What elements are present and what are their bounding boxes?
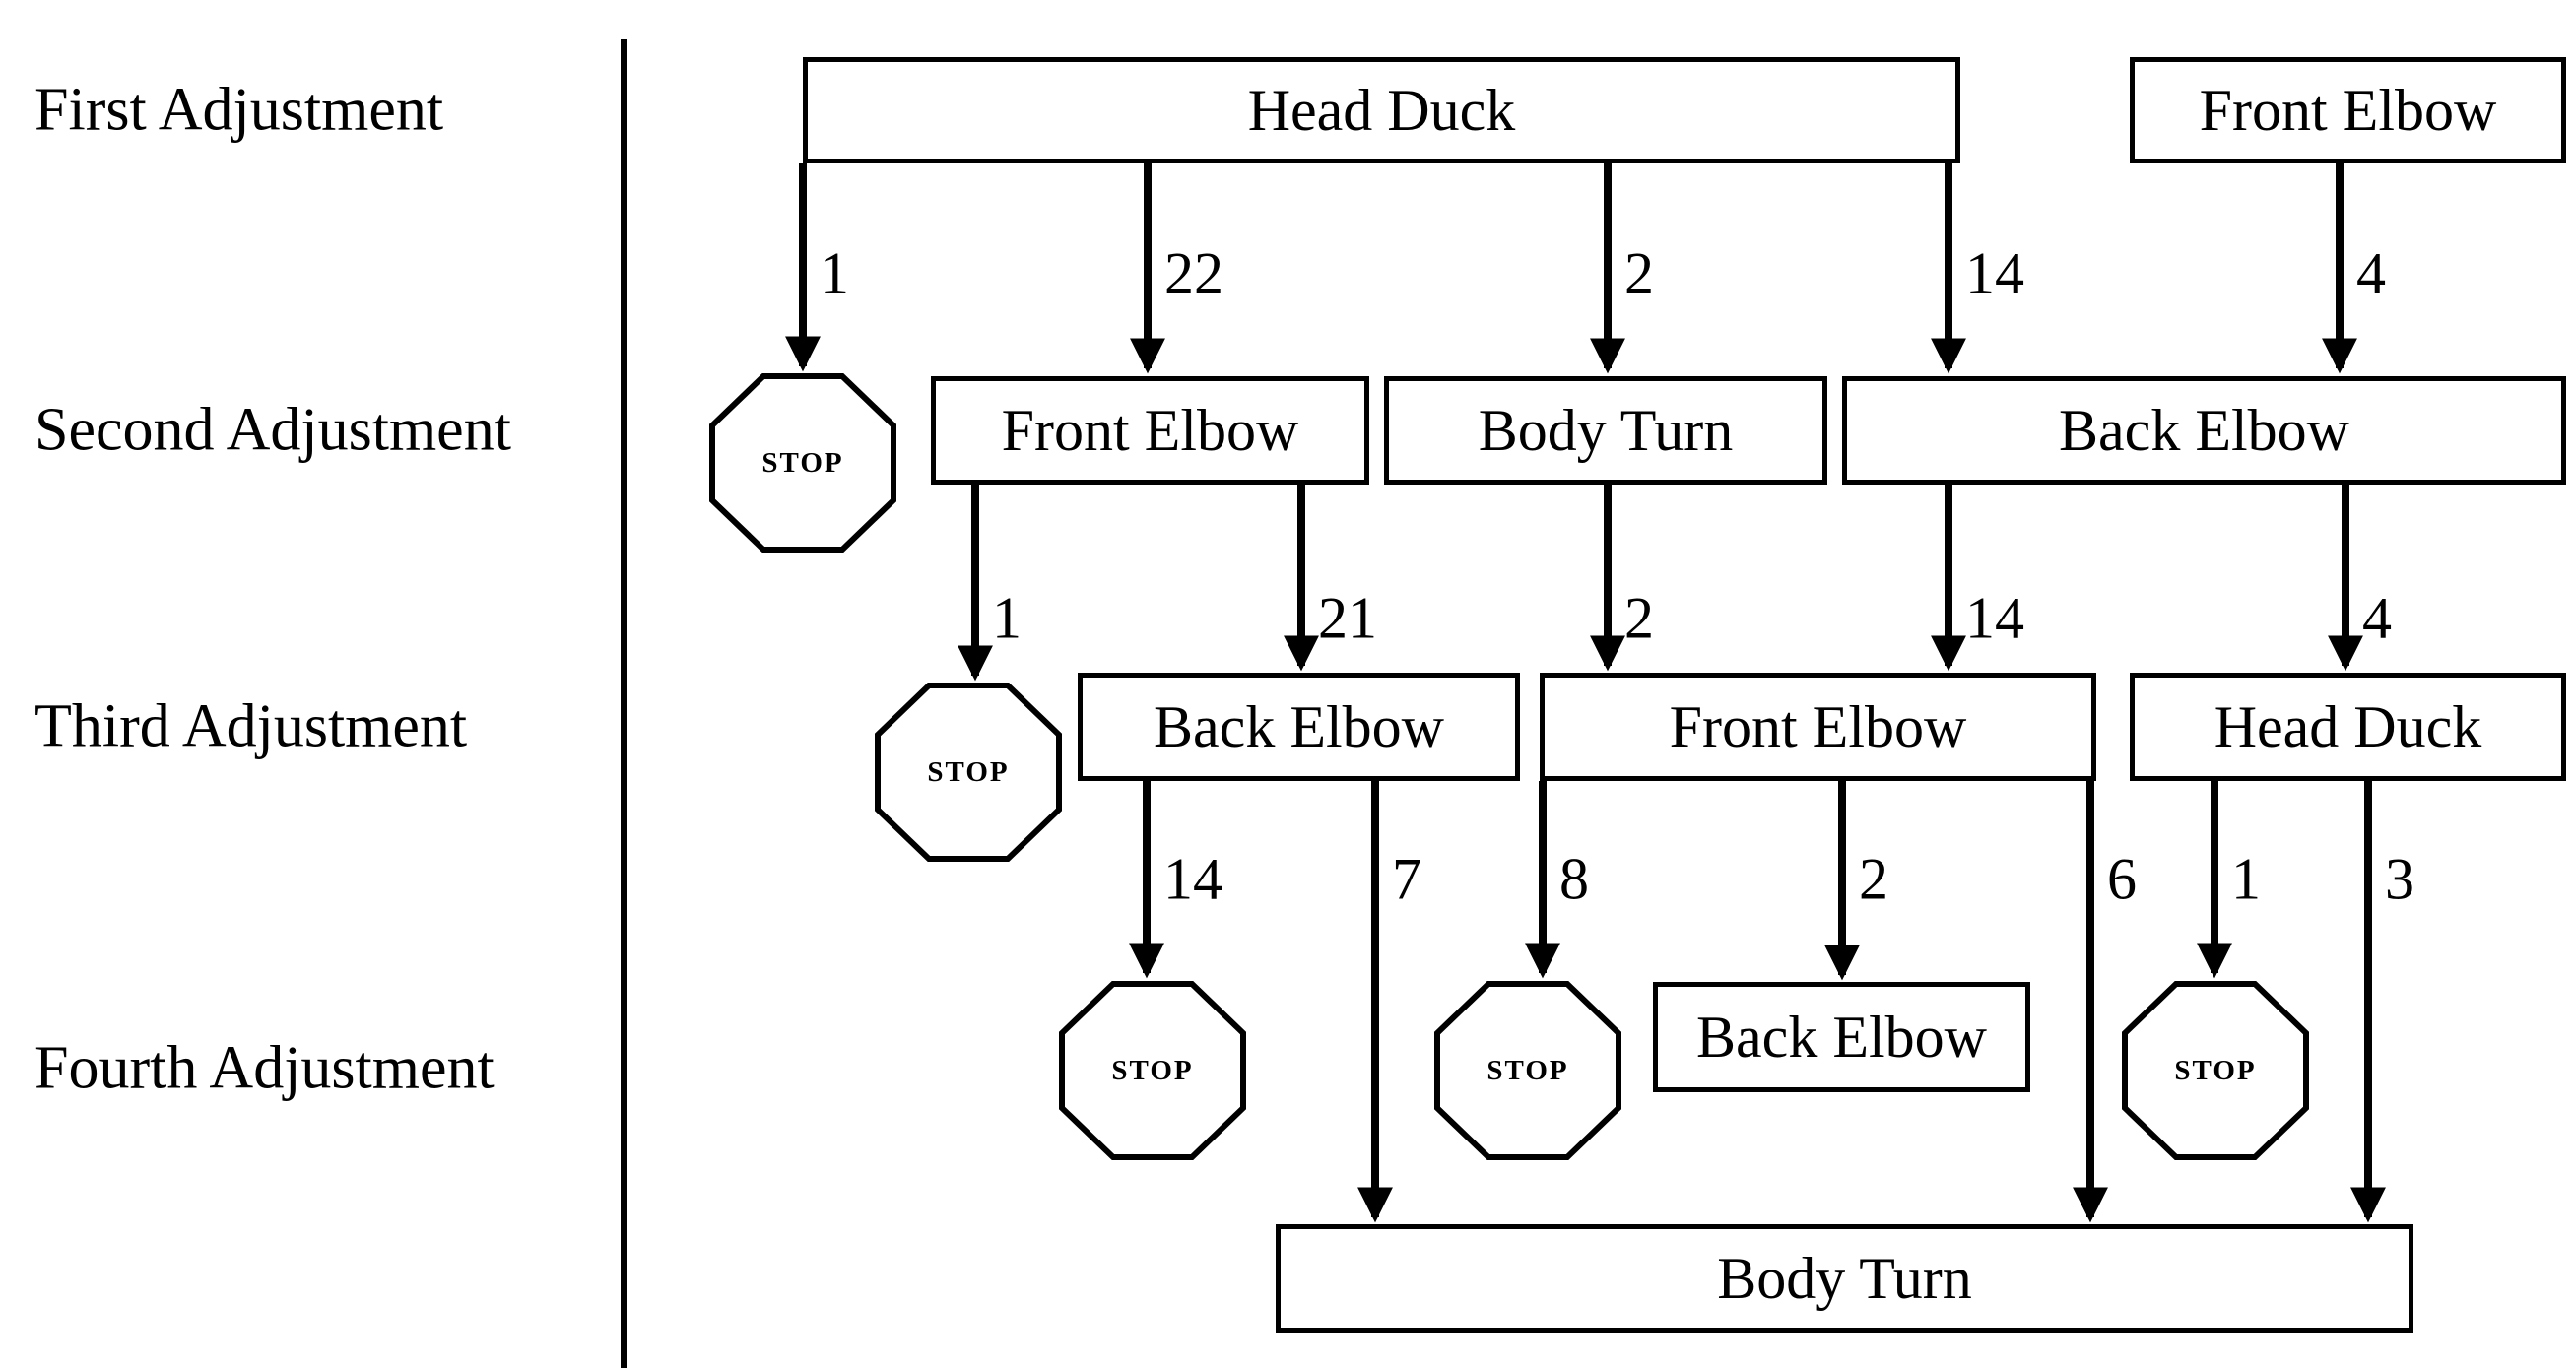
node-front-elbow-row1: Front Elbow [2130,57,2566,163]
arrow-count-label: 8 [1559,846,1589,912]
arrow-count-label: 1 [992,585,1022,651]
arrow-count-label: 14 [1965,240,2024,306]
arrow-count-label: 4 [2362,585,2392,651]
gutter-divider-line [621,39,627,1368]
arrow-count-label: 1 [820,240,849,306]
stop-octagon-icon [2122,981,2309,1160]
arrow-count-label: 14 [1965,585,2024,651]
row-label-second-adjustment: Second Adjustment [34,396,511,464]
arrow-count-label: 6 [2107,846,2137,912]
row-label-fourth-adjustment: Fourth Adjustment [34,1034,495,1102]
stop-sign-label: STOP [2174,1054,2257,1086]
stop-sign-row4-right: STOP [2122,981,2309,1160]
node-body-turn-row4: Body Turn [1276,1224,2413,1333]
arrow-count-label: 2 [1859,846,1888,912]
node-front-elbow-row3: Front Elbow [1540,673,2096,781]
node-back-elbow-row3: Back Elbow [1078,673,1520,781]
node-head-duck-row3: Head Duck [2130,673,2566,781]
stop-octagon-icon [1059,981,1246,1160]
arrow-count-label: 2 [1624,585,1654,651]
stop-sign-row4-left: STOP [1059,981,1246,1160]
node-body-turn-row2: Body Turn [1384,376,1827,485]
arrow-count-label: 7 [1392,846,1421,912]
arrow-count-label: 22 [1164,240,1223,306]
arrow-count-label: 3 [2385,846,2414,912]
node-back-elbow-row2: Back Elbow [1842,376,2566,485]
node-head-duck-row1: Head Duck [803,57,1960,163]
arrow-count-label: 2 [1624,240,1654,306]
node-front-elbow-row2: Front Elbow [931,376,1369,485]
row-label-first-adjustment: First Adjustment [34,76,444,144]
stop-sign-label: STOP [1111,1054,1194,1086]
arrow-count-label: 4 [2356,240,2386,306]
stop-sign-label: STOP [1486,1054,1569,1086]
row-label-third-adjustment: Third Adjustment [34,692,468,760]
stop-sign-row2: STOP [709,373,896,553]
stop-sign-row4-middle: STOP [1434,981,1621,1160]
stop-octagon-icon [1434,981,1621,1160]
arrow-count-label: 21 [1318,585,1377,651]
stop-octagon-icon [709,373,896,553]
node-back-elbow-row4: Back Elbow [1653,982,2030,1092]
stop-sign-label: STOP [761,446,844,479]
arrow-count-label: 14 [1163,846,1222,912]
arrow-count-label: 1 [2231,846,2261,912]
stop-sign-row3: STOP [875,683,1062,862]
stop-sign-label: STOP [927,755,1010,788]
stop-octagon-icon [875,683,1062,862]
